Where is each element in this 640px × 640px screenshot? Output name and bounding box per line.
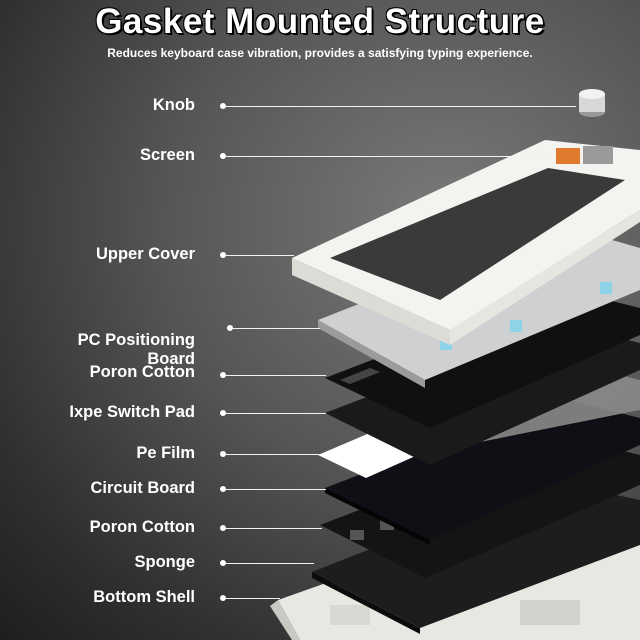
leader-line (226, 413, 326, 414)
leader-line (233, 328, 320, 329)
leader-dot (220, 252, 226, 258)
leader-dot (220, 560, 226, 566)
knob-part (579, 89, 605, 117)
label-upper-cover: Upper Cover (95, 245, 195, 263)
leader-line (226, 598, 280, 599)
leader-dot (220, 451, 226, 457)
leader-dot (220, 103, 226, 109)
leader-line (226, 156, 556, 157)
leader-dot (220, 595, 226, 601)
label-ixpe-switch-pad: Ixpe Switch Pad (69, 403, 195, 421)
leader-line (226, 489, 326, 490)
page-title: Gasket Mounted Structure (95, 2, 545, 41)
label-bottom-shell: Bottom Shell (93, 588, 195, 606)
leader-dot (227, 325, 233, 331)
screen-part (556, 146, 613, 164)
upper-cover-part (292, 140, 640, 345)
label-circuit-board: Circuit Board (90, 479, 195, 497)
leader-line (226, 375, 326, 376)
label-poron-cotton-upper: Poron Cotton (89, 363, 195, 381)
leader-line (226, 255, 294, 256)
leader-line (226, 106, 576, 107)
page-subtitle: Reduces keyboard case vibration, provide… (107, 46, 533, 60)
circuit-board-part (325, 398, 640, 545)
label-sponge: Sponge (134, 553, 196, 571)
leader-line (226, 454, 320, 455)
leader-dot (220, 486, 226, 492)
label-knob: Knob (152, 96, 195, 114)
leader-dot (220, 372, 226, 378)
poron-cotton-upper-part (325, 288, 640, 428)
label-poron-cotton-lower: Poron Cotton (89, 518, 195, 536)
label-pc-positioning-board-text: PC Positioning Board (77, 331, 195, 368)
leader-dot (220, 153, 226, 159)
leader-dot (220, 525, 226, 531)
label-screen: Screen (139, 146, 195, 164)
label-pc-positioning-board: PC Positioning Board (0, 312, 195, 369)
leader-line (226, 528, 322, 529)
leader-dot (220, 410, 226, 416)
label-pe-film: Pe Film (136, 444, 195, 462)
leader-line (226, 563, 314, 564)
